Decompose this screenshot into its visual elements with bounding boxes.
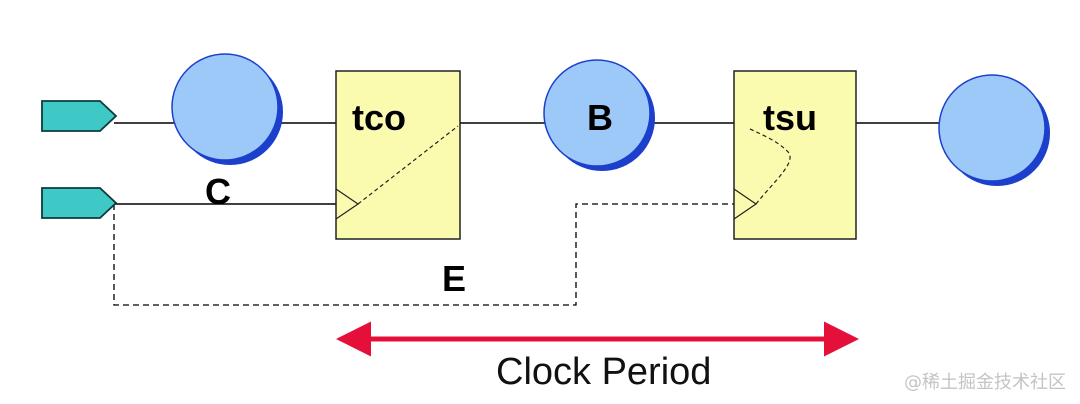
label-c: C [205, 171, 231, 212]
flip-flop-launch [335, 70, 461, 240]
logic-cloud-b [543, 59, 655, 171]
flip-flop-capture [733, 70, 857, 240]
label-clock-period: Clock Period [496, 351, 711, 393]
logic-cloud-output [938, 74, 1050, 186]
input-port-clock [41, 187, 118, 219]
label-tco: tco [352, 97, 406, 138]
label-e: E [442, 258, 466, 299]
clock-skew-path-e [113, 203, 734, 306]
label-b: B [587, 97, 613, 138]
watermark: @稀土掘金技术社区 [904, 372, 1066, 393]
input-port-data [41, 100, 118, 132]
logic-cloud-a [171, 53, 283, 165]
label-tsu: tsu [763, 97, 817, 138]
